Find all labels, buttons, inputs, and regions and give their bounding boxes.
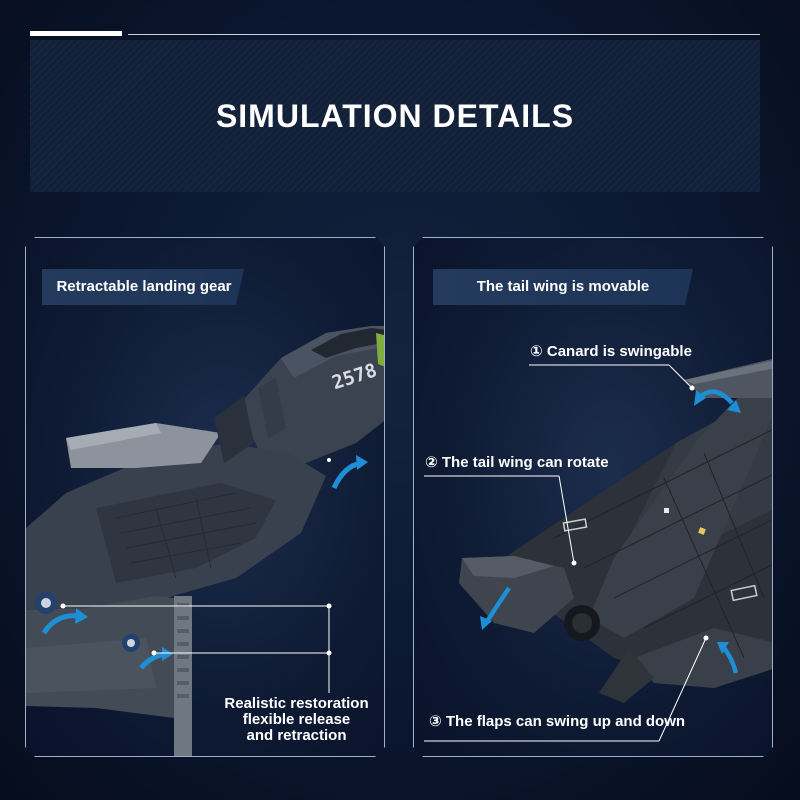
header-banner: SIMULATION DETAILS (30, 40, 760, 192)
header-accent-bar (30, 31, 122, 36)
callout-flaps: ③ The flaps can swing up and down (429, 712, 685, 730)
tail-wing-tag: The tail wing is movable (433, 269, 693, 305)
callout-number-3: ③ (429, 713, 442, 730)
landing-gear-tag: Retractable landing gear (42, 269, 244, 305)
callout-tail-wing: ② The tail wing can rotate (425, 453, 609, 471)
callout-label-tail-wing: The tail wing can rotate (441, 454, 609, 471)
callout-number-2: ② (425, 454, 438, 471)
page-title: SIMULATION DETAILS (215, 98, 575, 134)
header-rule (128, 34, 760, 35)
release-line-2: flexible release (242, 711, 351, 728)
callout-canard: ① Canard is swingable (530, 342, 692, 360)
release-description: Realistic restoration flexible release a… (214, 696, 379, 744)
tail-wing-illustration (424, 358, 772, 742)
callout-number-1: ① (530, 343, 543, 360)
release-line-3: and retraction (246, 727, 347, 744)
release-line-1: Realistic restoration (224, 695, 369, 712)
landing-gear-illustration (26, 326, 384, 756)
aircraft-number-label: 2578 (329, 359, 379, 393)
callout-label-flaps: The flaps can swing up and down (445, 713, 686, 730)
callout-label-canard: Canard is swingable (546, 343, 692, 360)
tail-wing-panel: The tail wing is movable ① Canard is swi… (413, 237, 773, 757)
aircraft-number-text: 2578 (329, 359, 379, 393)
landing-gear-panel: 2578 Retractable landing gear Realistic … (25, 237, 385, 757)
